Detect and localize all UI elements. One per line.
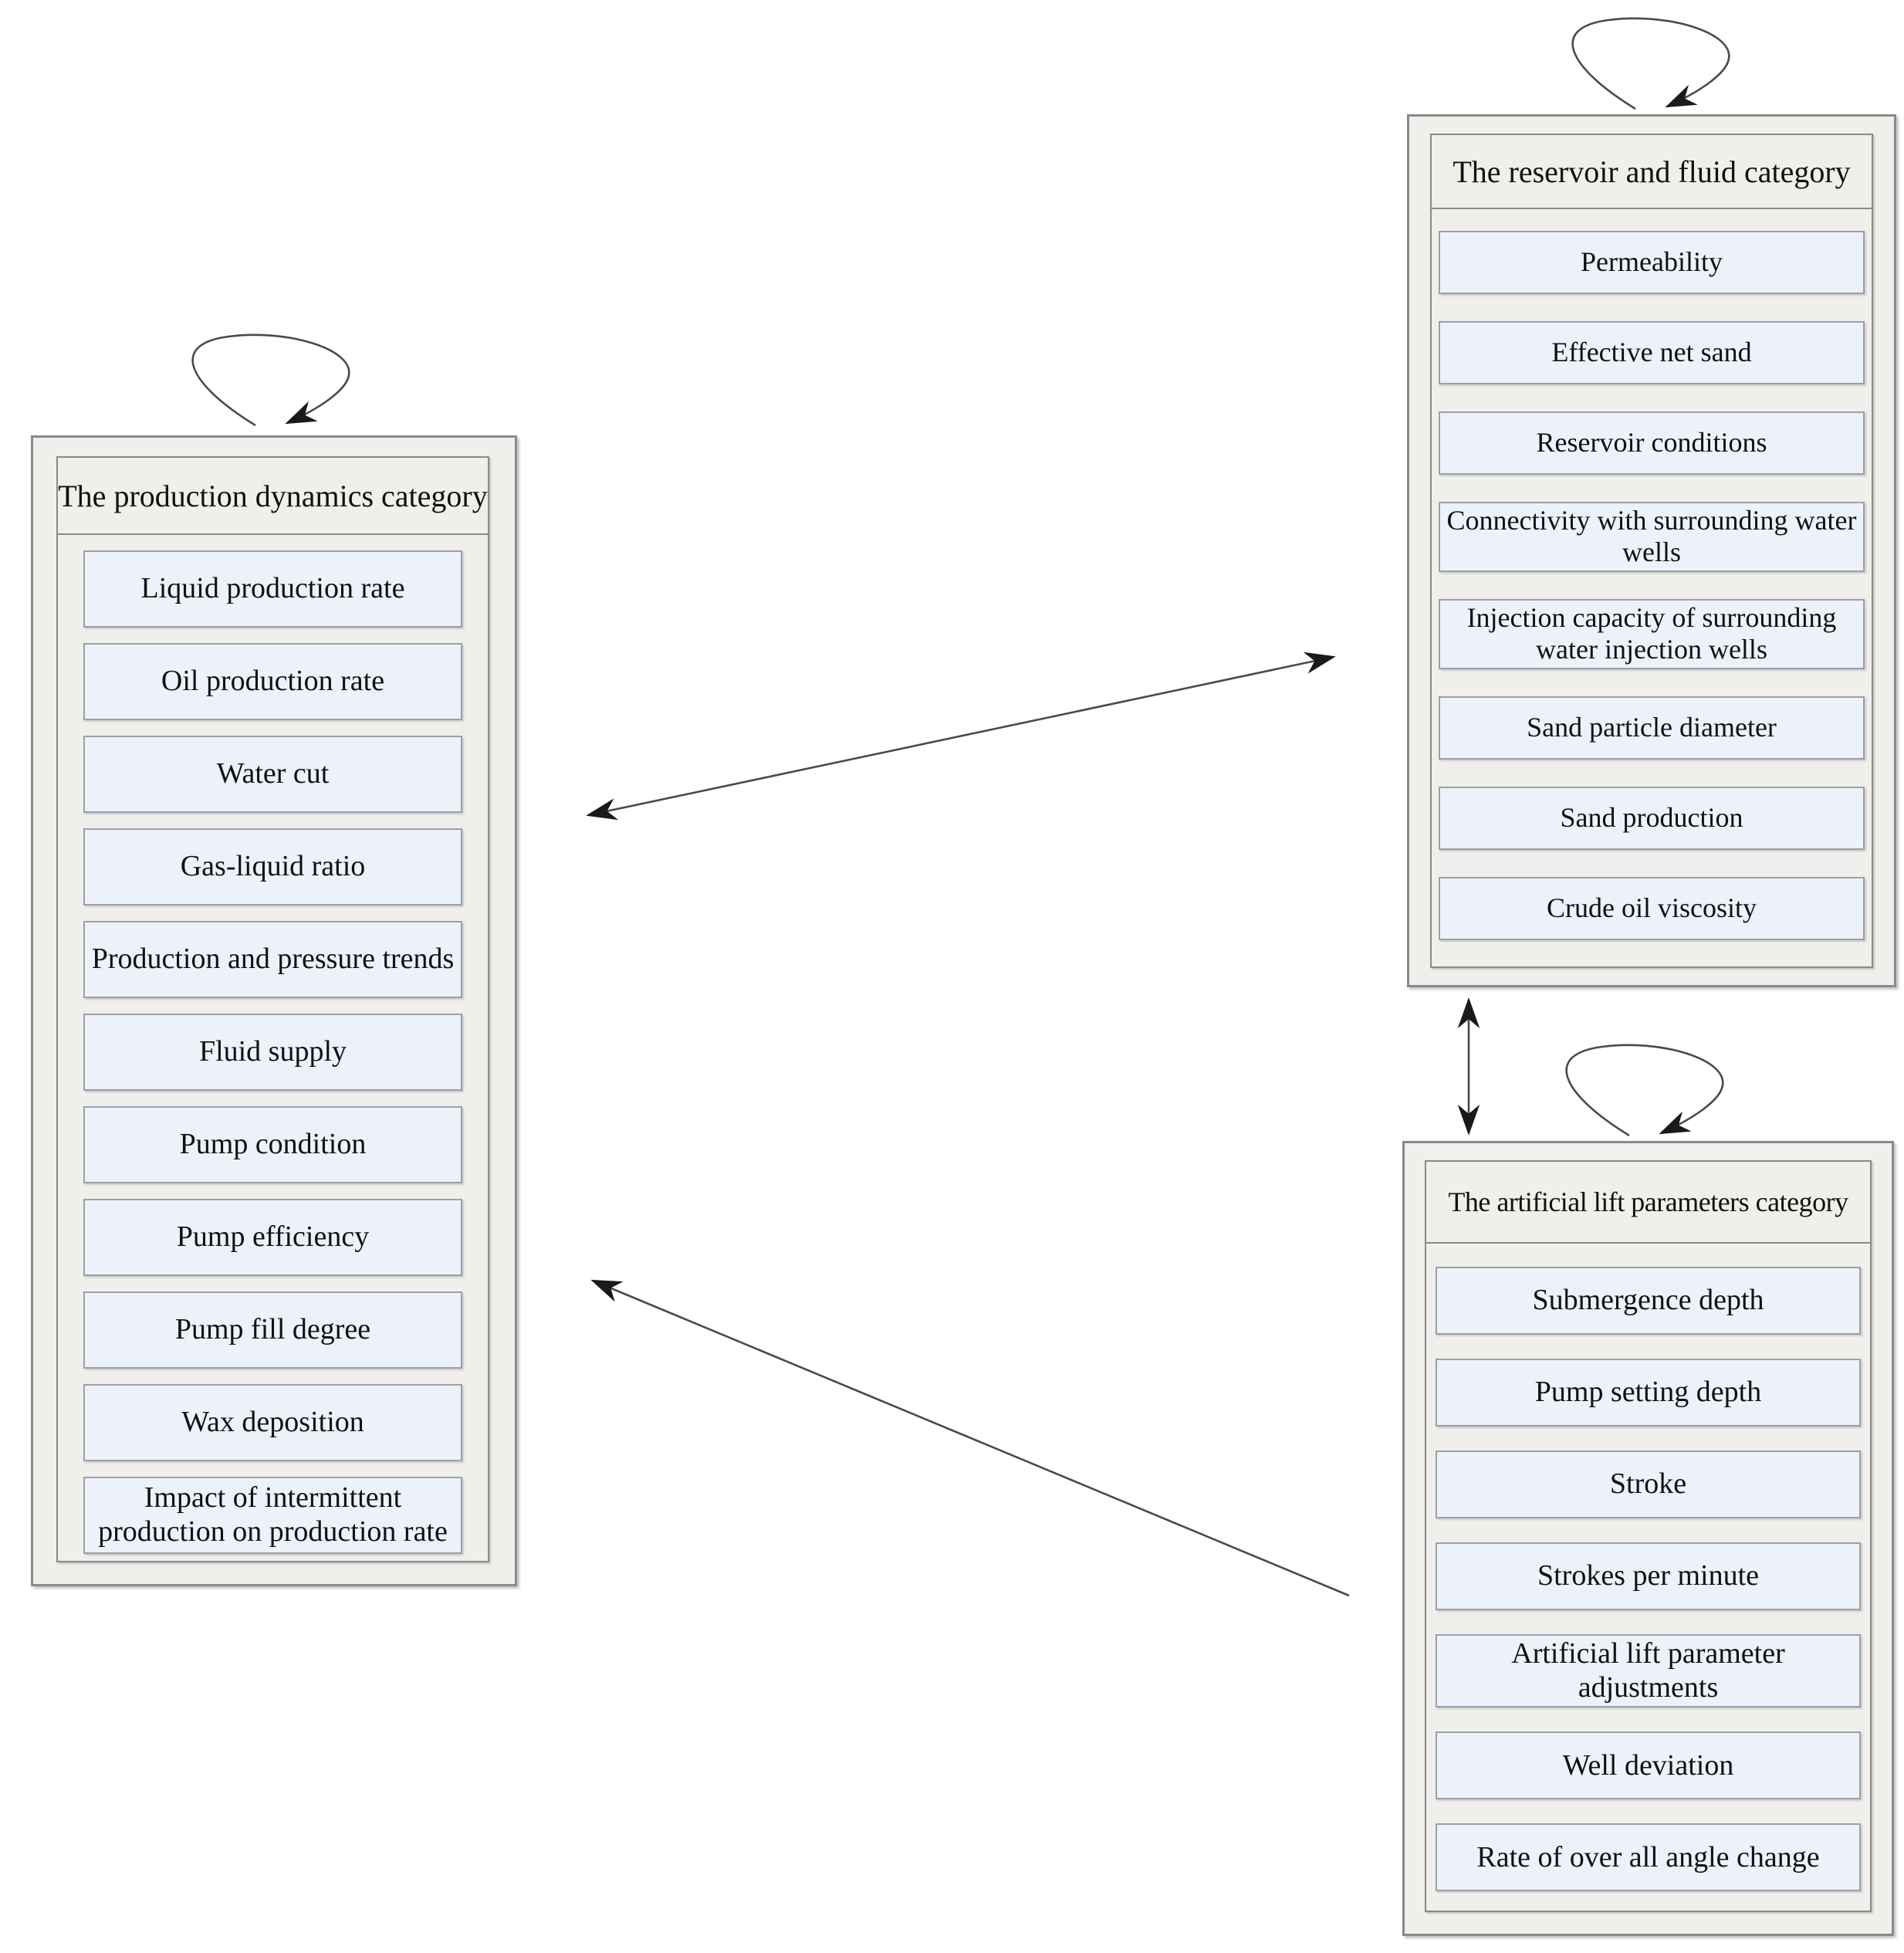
- category-item: Effective net sand: [1439, 321, 1865, 384]
- category-item: Gas-liquid ratio: [83, 828, 462, 905]
- bidirectional-arrow-production-reservoir: [586, 652, 1336, 821]
- category-item: Injection capacity of surrounding water …: [1439, 598, 1865, 669]
- category-item: Rate of over all angle change: [1436, 1823, 1861, 1892]
- self-loop-production-dynamics-arrow: [191, 333, 350, 427]
- category-item: Strokes per minute: [1436, 1542, 1861, 1610]
- category-item: Pump efficiency: [83, 1199, 462, 1276]
- category-item: Permeability: [1439, 231, 1865, 294]
- category-title: The artificial lift parameters category: [1426, 1162, 1870, 1244]
- category-item: Connectivity with surrounding water well…: [1439, 502, 1865, 572]
- category-production-dynamics: The production dynamics category Liquid …: [31, 435, 517, 1586]
- category-title: The reservoir and fluid category: [1432, 135, 1872, 209]
- category-item: Oil production rate: [83, 643, 462, 720]
- category-item: Fluid supply: [83, 1014, 462, 1091]
- self-loop-artificial-lift-arrow: [1565, 1044, 1724, 1137]
- category-item: Pump condition: [83, 1106, 462, 1183]
- category-production-dynamics-body: The production dynamics category Liquid …: [56, 456, 489, 1562]
- category-reservoir-fluid: The reservoir and fluid category Permeab…: [1407, 114, 1896, 987]
- category-item: Sand particle diameter: [1439, 696, 1865, 760]
- category-item: Submergence depth: [1436, 1267, 1861, 1335]
- category-item: Stroke: [1436, 1450, 1861, 1518]
- category-item: Crude oil viscosity: [1439, 876, 1865, 940]
- category-item: Reservoir conditions: [1439, 411, 1865, 475]
- category-item: Well deviation: [1436, 1731, 1861, 1800]
- arrow-artificial-to-production: [590, 1279, 1350, 1597]
- self-loop-reservoir-fluid-arrow: [1571, 17, 1730, 110]
- category-artificial-lift-body: The artificial lift parameters category …: [1425, 1160, 1872, 1912]
- category-item: Impact of intermittent production on pro…: [83, 1477, 462, 1554]
- category-item: Pump setting depth: [1436, 1359, 1861, 1427]
- category-title: The production dynamics category: [58, 458, 488, 535]
- category-item: Production and pressure trends: [83, 921, 462, 998]
- category-item: Water cut: [83, 736, 462, 813]
- category-item: Wax deposition: [83, 1384, 462, 1461]
- category-item: Sand production: [1439, 786, 1865, 850]
- category-artificial-lift: The artificial lift parameters category …: [1402, 1141, 1894, 1936]
- category-item: Artificial lift parameter adjustments: [1436, 1634, 1861, 1708]
- category-item: Liquid production rate: [83, 550, 462, 628]
- category-reservoir-fluid-body: The reservoir and fluid category Permeab…: [1430, 134, 1873, 968]
- category-item: Pump fill degree: [83, 1291, 462, 1369]
